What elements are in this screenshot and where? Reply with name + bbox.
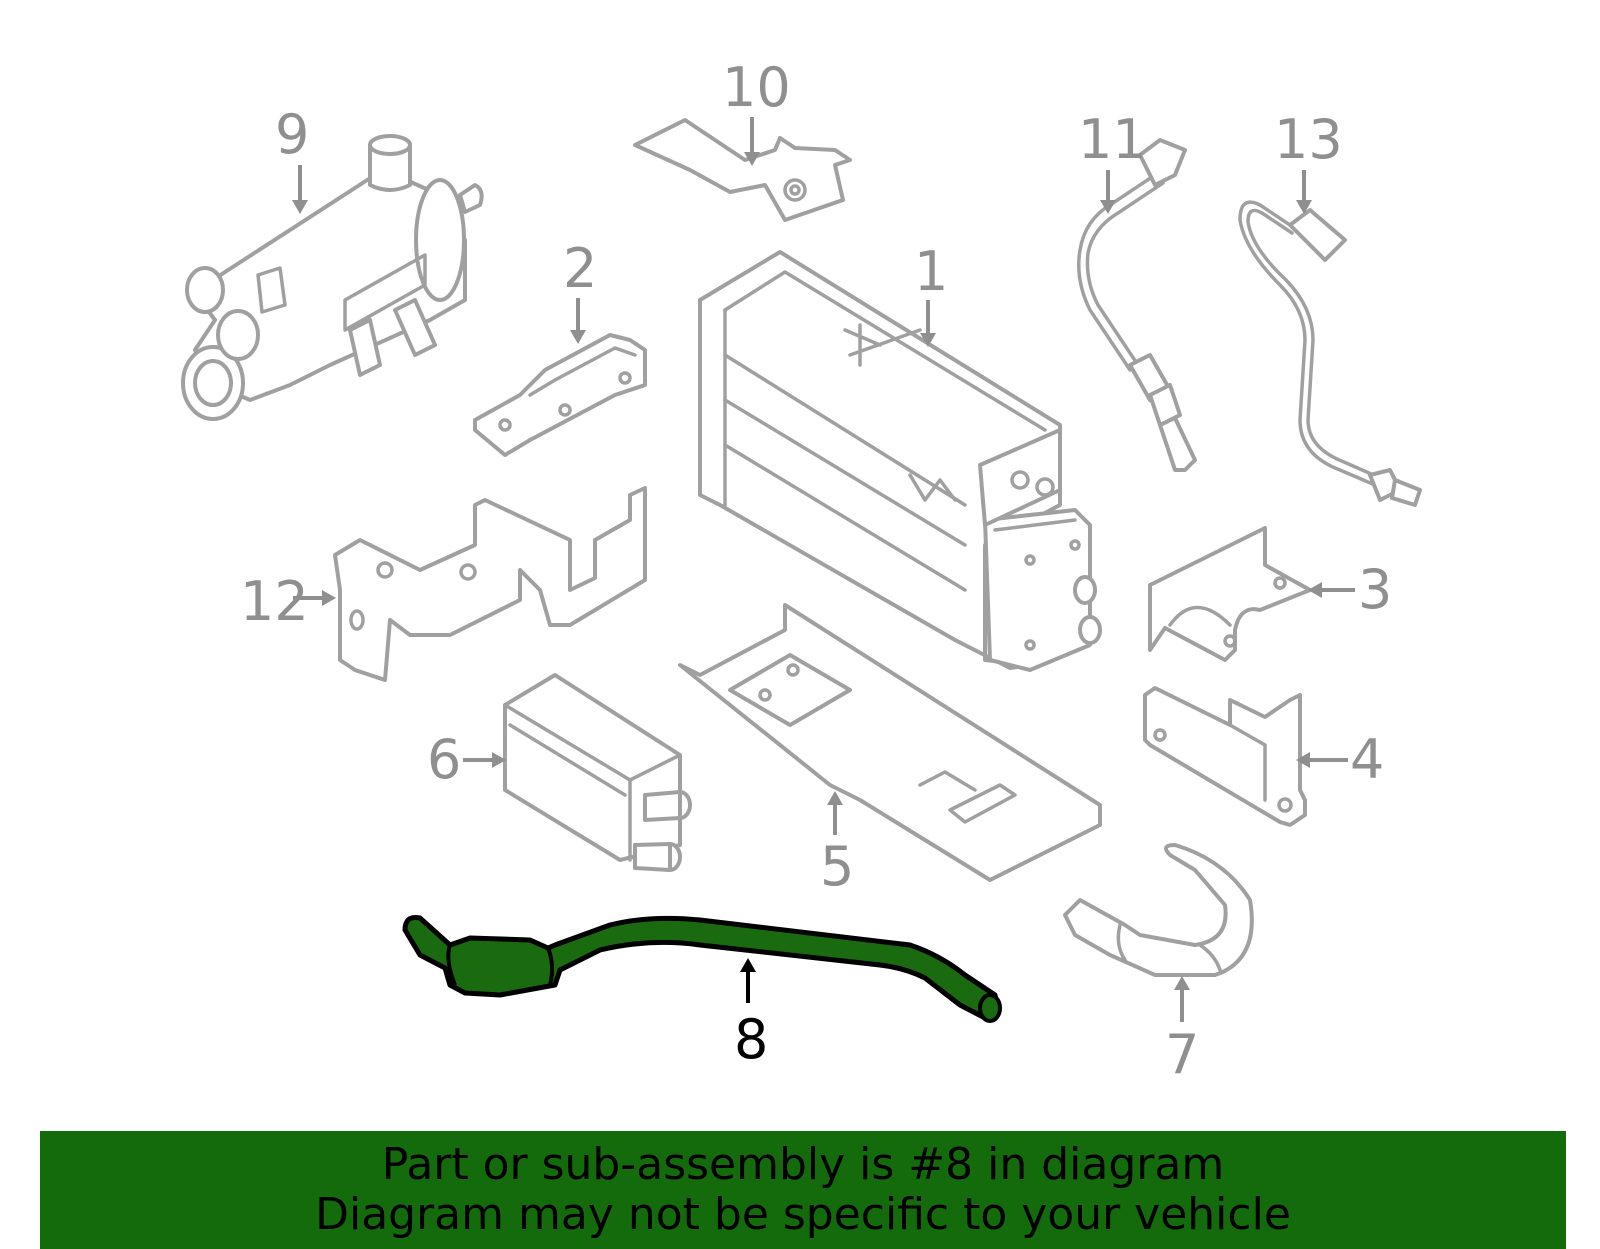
callout-8: 8	[734, 1008, 768, 1071]
arrow-6	[492, 752, 506, 768]
callout-3: 3	[1358, 558, 1392, 621]
arrow-1	[920, 333, 936, 347]
arrow-7	[1174, 976, 1190, 990]
banner-line-1: Part or sub-assembly is #8 in diagram	[381, 1139, 1225, 1190]
callout-10: 10	[722, 56, 791, 119]
callout-6: 6	[427, 728, 461, 791]
arrow-13	[1296, 200, 1312, 214]
arrow-10	[744, 152, 760, 166]
callout-12: 12	[240, 570, 309, 633]
arrow-4	[1296, 752, 1310, 768]
callout-13: 13	[1274, 108, 1343, 171]
banner-line-2: Diagram may not be specific to your vehi…	[315, 1189, 1291, 1240]
arrow-8	[740, 958, 756, 972]
part-3-bracket[interactable]	[1148, 526, 1312, 662]
part-1-canister[interactable]	[698, 250, 1102, 672]
part-10-bracket[interactable]	[633, 118, 852, 222]
arrow-11	[1100, 200, 1116, 214]
arrow-12	[322, 590, 336, 606]
part-12-bracket[interactable]	[333, 486, 647, 682]
part-11-sensor[interactable]	[1077, 138, 1197, 472]
arrow-5	[827, 791, 843, 805]
part-9-purge-valve[interactable]	[181, 134, 484, 421]
callout-7: 7	[1165, 1023, 1199, 1086]
part-info-banner: Part or sub-assembly is #8 in diagram Di…	[40, 1131, 1566, 1249]
callout-9: 9	[275, 103, 309, 166]
arrow-9	[292, 200, 308, 214]
part-8-hose-highlighted[interactable]	[402, 915, 1002, 1023]
callout-4: 4	[1350, 728, 1384, 791]
part-2-bracket[interactable]	[473, 333, 647, 457]
part-7-hose[interactable]	[1063, 843, 1254, 977]
callout-11: 11	[1078, 108, 1147, 171]
callout-1: 1	[914, 240, 948, 303]
callout-2: 2	[563, 237, 597, 300]
arrow-2	[570, 330, 586, 344]
callout-5: 5	[820, 835, 854, 898]
part-4-bracket[interactable]	[1143, 686, 1307, 827]
part-13-sensor[interactable]	[1238, 200, 1422, 507]
part-6-filter[interactable]	[503, 673, 692, 872]
arrow-3	[1308, 582, 1322, 598]
part-5-tray[interactable]	[678, 603, 1102, 882]
